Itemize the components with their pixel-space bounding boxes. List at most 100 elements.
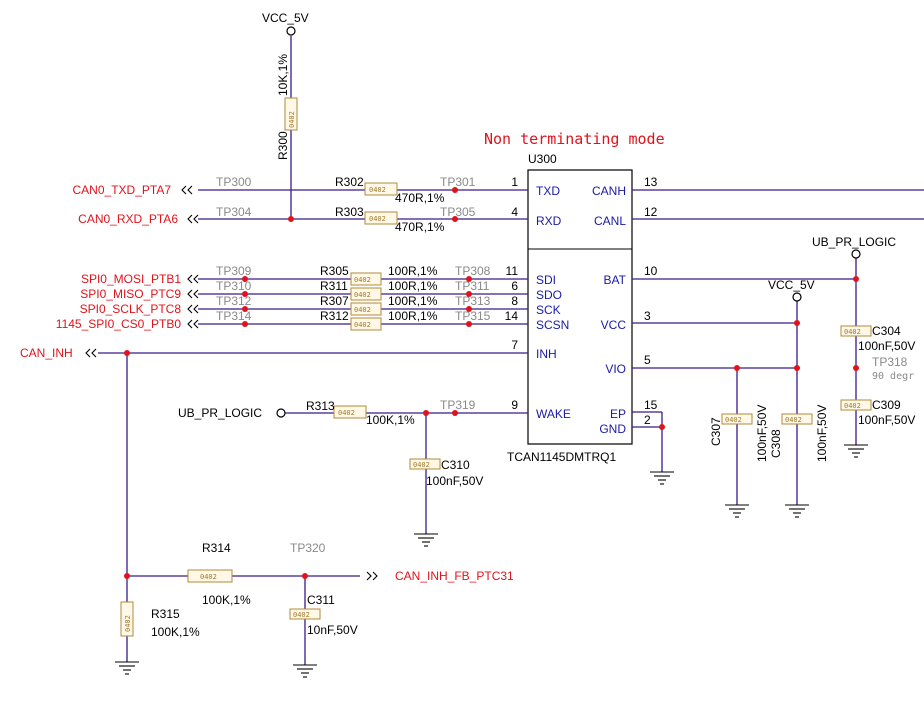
ic-part: TCAN1145DMTRQ1 — [507, 450, 616, 464]
pin-txd-name: TXD — [536, 184, 560, 198]
tp308[interactable]: TP308 — [455, 264, 491, 278]
c309-value: 100nF,50V — [858, 413, 915, 427]
r315-resistor[interactable] — [120, 601, 134, 637]
port-chevron-icon — [187, 289, 199, 299]
pin-inh-name: INH — [536, 347, 557, 361]
r312-resistor[interactable] — [350, 317, 382, 331]
r303-value: 470R,1% — [395, 220, 445, 234]
r313-value: 100K,1% — [366, 413, 415, 427]
ground-icon — [785, 504, 809, 518]
pin-canl-name: CANL — [594, 214, 626, 228]
r305-package: 0402 — [354, 276, 371, 284]
r313-resistor[interactable] — [333, 405, 367, 419]
r300-value: 10K,1% — [276, 54, 290, 96]
tp314[interactable]: TP314 — [216, 309, 252, 323]
ic-ref: U300 — [528, 152, 557, 166]
mode-note: Non terminating mode — [484, 130, 665, 148]
r314-package: 0402 — [200, 573, 217, 581]
r314-ref: R314 — [202, 541, 231, 555]
pin-scsn-name: SCSN — [536, 318, 569, 332]
pin-10-num: 10 — [644, 264, 658, 278]
r302-value: 470R,1% — [395, 191, 445, 205]
pin-vcc-name: VCC — [601, 318, 627, 332]
net-txd-label: CAN0_TXD_PTA7 — [73, 183, 172, 197]
junctions — [124, 187, 859, 579]
r312-value: 100R,1% — [388, 309, 438, 323]
c310-ref: C310 — [441, 458, 470, 472]
tp309[interactable]: TP309 — [216, 264, 252, 278]
r303-ref: R303 — [335, 205, 364, 219]
c310-value: 100nF,50V — [426, 474, 483, 488]
c310-capacitor[interactable] — [409, 458, 441, 470]
pin-sdi-name: SDI — [536, 273, 556, 287]
pin-7-num: 7 — [511, 338, 518, 352]
r303-resistor[interactable] — [364, 211, 398, 225]
wires — [98, 36, 924, 665]
r300-resistor[interactable] — [284, 97, 298, 131]
pin-6-num: 6 — [511, 279, 518, 293]
c308-package: 0402 — [785, 416, 802, 424]
tp301[interactable]: TP301 — [440, 175, 476, 189]
tp319[interactable]: TP319 — [440, 398, 476, 412]
c304-capacitor[interactable] — [840, 325, 872, 337]
pin-13-num: 13 — [644, 175, 658, 189]
pin-gnd-name: GND — [599, 422, 626, 436]
pin-sdo-name: SDO — [536, 288, 562, 302]
r307-resistor[interactable] — [350, 302, 382, 316]
tp318[interactable]: TP318 — [872, 355, 908, 369]
r315-value: 100K,1% — [151, 625, 200, 639]
port-chevron-icon — [187, 319, 199, 329]
c309-ref: C309 — [872, 398, 901, 412]
c311-ref: C311 — [307, 593, 335, 607]
c304-package: 0402 — [844, 328, 861, 336]
c311-capacitor[interactable] — [289, 608, 321, 620]
ground-icon — [844, 444, 868, 458]
vcc-top-label: VCC_5V — [262, 11, 309, 25]
ub-logic-left-icon — [276, 408, 286, 418]
pin-11-num: 11 — [506, 264, 519, 278]
net-inh-fb-label: CAN_INH_FB_PTC31 — [395, 569, 514, 583]
net-inh-label: CAN_INH — [20, 346, 73, 360]
r305-resistor[interactable] — [350, 272, 382, 286]
ground-icon — [293, 664, 317, 678]
r307-value: 100R,1% — [388, 294, 438, 308]
r315-package: 0402 — [124, 615, 132, 632]
tp313[interactable]: TP313 — [455, 294, 491, 308]
tp304[interactable]: TP304 — [216, 205, 252, 219]
c309-package: 0402 — [844, 402, 861, 410]
c308-capacitor[interactable] — [781, 413, 813, 425]
net-sclk-label: SPI0_SCLK_PTC8 — [80, 302, 182, 316]
c309-capacitor[interactable] — [840, 399, 872, 411]
ground-symbols — [115, 444, 868, 678]
r311-resistor[interactable] — [350, 287, 382, 301]
tp318-note: 90 degr — [872, 371, 914, 382]
vcc-right-label: VCC_5V — [768, 278, 815, 292]
c308-ref: C308 — [769, 429, 783, 458]
c311-package: 0402 — [293, 611, 310, 619]
pin-5-num: 5 — [644, 353, 651, 367]
tp305[interactable]: TP305 — [440, 205, 476, 219]
tp312[interactable]: TP312 — [216, 294, 252, 308]
net-rxd-label: CAN0_RXD_PTA6 — [78, 212, 178, 226]
c307-ref: C307 — [709, 417, 723, 446]
tp311[interactable]: TP311 — [455, 279, 490, 293]
ub-logic-left-label: UB_PR_LOGIC — [178, 406, 262, 420]
pin-2-num: 2 — [644, 413, 651, 427]
r314-resistor[interactable] — [187, 569, 233, 583]
tp300[interactable]: TP300 — [216, 175, 252, 189]
pin-rxd-name: RXD — [536, 214, 562, 228]
tp320[interactable]: TP320 — [290, 541, 326, 555]
c307-capacitor[interactable] — [721, 413, 753, 425]
port-chevron-icon — [181, 185, 193, 195]
r314-value: 100K,1% — [202, 593, 251, 607]
ic-body[interactable] — [527, 169, 633, 445]
pin-ep-name: EP — [610, 407, 626, 421]
tp310[interactable]: TP310 — [216, 279, 252, 293]
tp315[interactable]: TP315 — [455, 309, 491, 323]
pin-sck-name: SCK — [536, 303, 561, 317]
pin-1-num: 1 — [511, 175, 518, 189]
r302-resistor[interactable] — [364, 182, 398, 196]
ground-icon — [414, 533, 438, 547]
pin-3-num: 3 — [644, 309, 651, 323]
r305-value: 100R,1% — [388, 264, 438, 278]
